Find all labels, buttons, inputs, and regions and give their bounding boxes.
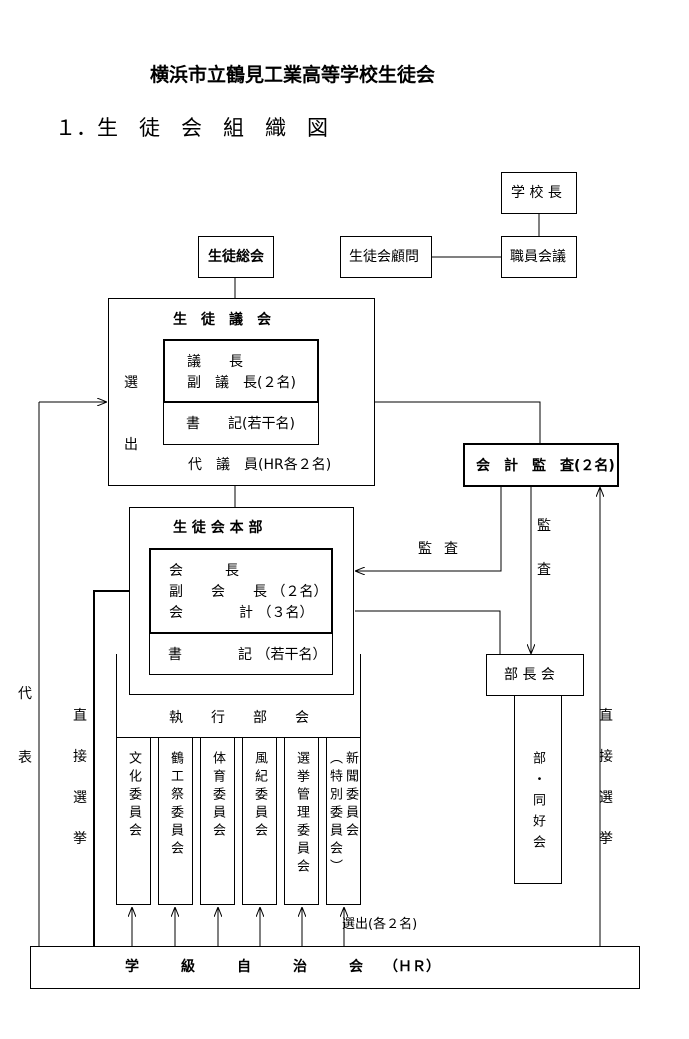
- council-chair-box: 議 長 副 議 長(２名): [163, 339, 319, 403]
- council-chair: 議 長: [187, 354, 243, 370]
- committee-culture: 文化委員会: [116, 737, 151, 905]
- side-label-char: 接: [599, 749, 613, 765]
- homeroom-label: 学 級 自 治 会 （ＨＲ）: [125, 959, 440, 975]
- committee-festival-label: 鶴工祭委員会: [168, 751, 183, 859]
- club-heads-label: 部 長 会: [504, 667, 555, 683]
- special-committee-col1: 新聞委員会: [343, 751, 358, 841]
- audit-label-h1: 監: [418, 541, 432, 557]
- side-label-char: 直: [599, 708, 613, 724]
- council-secretary: 書 記(若干名): [186, 416, 295, 432]
- officers-box: 会 長 副 会 長 （２名） 会 計 （３名）: [149, 548, 333, 634]
- staff-meeting-box: 職員会議: [501, 236, 577, 278]
- clubs-box: 部・同好会: [514, 695, 562, 884]
- hq-to-clubheads-line: [355, 610, 501, 655]
- audit-box: 会 計 監 査(２名): [463, 443, 619, 487]
- council-title: 生 徒 議 会: [173, 312, 271, 328]
- general-assembly-label: 生徒総会: [208, 249, 264, 265]
- principal-label: 学 校 長: [511, 185, 562, 201]
- side-label-char: 挙: [599, 831, 613, 847]
- council-secretary-box: 書 記(若干名): [163, 402, 319, 445]
- committee-sports: 体育委員会: [200, 737, 235, 905]
- committee-election: 選挙管理委員会: [284, 737, 319, 905]
- headquarters-title: 生 徒 会 本 部: [173, 520, 263, 536]
- hq-secretary-box: 書 記 （若干名）: [149, 633, 333, 675]
- advisor-label: 生徒会顧問: [349, 249, 419, 265]
- side-label-char: 挙: [73, 831, 87, 847]
- advisor-box: 生徒会顧問: [340, 236, 432, 278]
- side-label-char: 選: [599, 790, 613, 806]
- hq-president: 会 長: [169, 563, 239, 579]
- council-vice-chair: 副 議 長(２名): [187, 375, 296, 391]
- audit-label-v2: 査: [537, 562, 551, 578]
- direct-election-left-label: 直 接 選 挙: [73, 709, 89, 846]
- side-label-char: 直: [73, 708, 87, 724]
- representative-side-label: 代 表: [18, 687, 34, 765]
- committee-election-label: 選挙管理委員会: [294, 751, 309, 877]
- side-label-char: 表: [18, 750, 32, 766]
- hq-treasurer: 会 計 （３名）: [169, 605, 314, 621]
- staff-meeting-label: 職員会議: [510, 249, 566, 265]
- direct-election-right-label: 直 接 選 挙: [599, 709, 615, 846]
- committee-special: 新聞委員会 ︵特別委員会︶: [326, 737, 361, 905]
- committee-culture-label: 文化委員会: [126, 751, 141, 841]
- council-to-audit-line: [374, 401, 541, 443]
- committee-festival: 鶴工祭委員会: [158, 737, 193, 905]
- election-label-1: 選: [124, 375, 138, 391]
- homeroom-box: 学 級 自 治 会 （ＨＲ）: [30, 946, 640, 989]
- special-committee-col2: ︵特別委員会︶: [327, 751, 342, 877]
- club-heads-box: 部 長 会: [486, 654, 584, 696]
- representatives-label: 代 議 員(HR各２名): [188, 457, 332, 473]
- committee-discipline-label: 風紀委員会: [252, 751, 267, 841]
- audit-to-hq-arrow: [356, 486, 502, 571]
- hq-secretary: 書 記 （若干名）: [168, 647, 327, 663]
- hq-vice-president: 副 会 長 （２名）: [169, 584, 328, 600]
- executive-box: 執 行 部 会: [116, 654, 361, 738]
- clubs-label: 部・同好会: [530, 751, 545, 856]
- general-assembly-box: 生徒総会: [198, 236, 274, 278]
- audit-label-h2: 査: [444, 541, 458, 557]
- page-title: 横浜市立鶴見工業高等学校生徒会: [150, 64, 436, 86]
- principal-box: 学 校 長: [501, 172, 577, 214]
- audit-label-v1: 監: [537, 518, 551, 534]
- election-note: 選出(各２名): [342, 917, 418, 932]
- committee-sports-label: 体育委員会: [210, 751, 225, 841]
- committee-discipline: 風紀委員会: [242, 737, 277, 905]
- section-title: １．生 徒 会 組 織 図: [55, 116, 328, 140]
- side-label-char: 接: [73, 749, 87, 765]
- side-label-char: 選: [73, 790, 87, 806]
- side-label-char: 代: [18, 686, 32, 702]
- executive-label: 執 行 部 会: [169, 710, 309, 726]
- audit-title: 会 計 監 査(２名): [476, 458, 615, 474]
- election-label-2: 出: [124, 437, 138, 453]
